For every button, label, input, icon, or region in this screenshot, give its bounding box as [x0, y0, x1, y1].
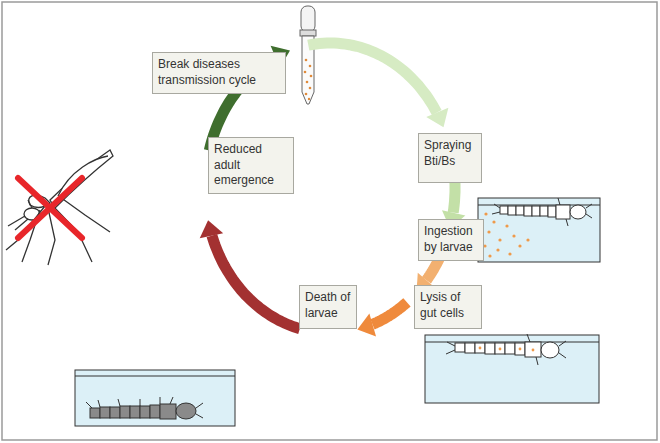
cross-mark: [18, 178, 82, 238]
process-box: Death of larvae: [299, 285, 357, 329]
dead-larva: [86, 397, 203, 419]
step-label: Lysis of gut cells: [420, 290, 476, 321]
process-box: Ingestion by larvae: [418, 219, 484, 261]
water-tank: [75, 370, 235, 426]
process-box: Break diseases transmission cycle: [152, 52, 286, 94]
water-tank: [478, 198, 600, 262]
process-box: Spraying Bti/Bs: [418, 133, 482, 183]
step-label: Break diseases transmission cycle: [158, 57, 280, 88]
step-label: Reduced adult emergence: [214, 142, 288, 189]
larva: [492, 198, 592, 226]
step-label: Death of larvae: [305, 290, 351, 321]
pipette: [300, 6, 316, 104]
step-label: Ingestion by larvae: [424, 224, 478, 255]
cycle-arrow: [357, 302, 407, 336]
process-box: Lysis of gut cells: [414, 285, 482, 329]
larva: [446, 334, 566, 365]
step-label: Spraying Bti/Bs: [424, 138, 476, 169]
cycle-arrow: [200, 220, 300, 329]
cycle-arrow: [308, 43, 448, 127]
mosquito: [6, 150, 113, 265]
process-box: Reduced adult emergence: [208, 137, 294, 194]
water-tank: [425, 335, 599, 403]
